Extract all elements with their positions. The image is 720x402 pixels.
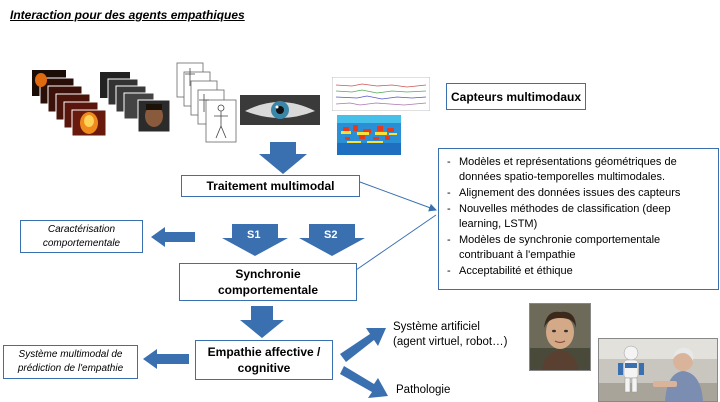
synchrony-line-1: Synchronie	[235, 267, 301, 281]
empathy-box: Empathie affective / cognitive	[195, 340, 333, 380]
research-topic-line: Modèles de synchronie comportementale	[459, 234, 661, 246]
research-topic-line: Acceptabilité et éthique	[459, 265, 573, 277]
artificial-system-line-1: Système artificiel	[393, 321, 480, 333]
processing-box: Traitement multimodal	[181, 175, 360, 197]
empathy-line-2: cognitive	[237, 361, 291, 375]
synchrony-box: Synchronie comportementale	[179, 263, 357, 301]
research-topic-item: Modèles de synchronie comportementale con…	[445, 233, 680, 263]
arrow-down-to-empathy	[240, 306, 284, 338]
s1-arrow	[222, 224, 288, 256]
research-topic-item: Nouvelles méthodes de classification (de…	[445, 202, 680, 232]
pathology-label: Pathologie	[396, 384, 451, 396]
research-topic-line: contribuant à l'empathie	[459, 249, 576, 261]
research-topic-line: learning, LSTM)	[459, 218, 538, 230]
arrow-left-to-prediction	[143, 349, 189, 369]
prediction-line-2: prédiction de l'empathie	[17, 363, 124, 374]
research-topics-list: Modèles et représentations géométriques …	[445, 155, 680, 280]
research-topic-item: Modèles et représentations géométriques …	[445, 155, 680, 185]
s2-arrow	[299, 224, 365, 256]
prediction-line-1: Système multimodal de	[18, 349, 123, 360]
eye-image	[240, 95, 320, 125]
virtual-agent-image	[529, 303, 591, 371]
research-topic-line: Modèles et représentations géométriques …	[459, 156, 677, 168]
sensors-box: Capteurs multimodaux	[446, 83, 586, 110]
s1-label: S1	[247, 229, 261, 241]
arrow-up-right-to-system	[340, 328, 386, 362]
arrow-left-to-characterization	[151, 227, 195, 247]
research-topics-box: Modèles et représentations géométriques …	[438, 148, 719, 290]
arrow-down-to-processing	[259, 142, 307, 174]
thermal-image-stack	[32, 70, 132, 140]
robot-elderly-image	[598, 338, 718, 402]
characterization-line-1: Caractérisation	[47, 223, 116, 235]
research-topic-item: Acceptabilité et éthique	[445, 264, 680, 279]
s2-label: S2	[324, 229, 338, 241]
characterization-line-2: comportementale	[42, 237, 121, 249]
research-topic-item: Alignement des données issues des capteu…	[445, 186, 680, 201]
signal-plot-image	[331, 76, 431, 112]
empathy-line-1: Empathie affective /	[207, 345, 321, 359]
sensors-label: Capteurs multimodaux	[450, 89, 582, 104]
processing-label: Traitement multimodal	[206, 179, 335, 193]
research-topic-line: données spatio-temporelles multimodales.	[459, 171, 666, 183]
arrow-down-right-to-pathology	[340, 366, 388, 398]
artificial-system-line-2: (agent virtuel, robot…)	[393, 336, 508, 348]
skeleton-sketch-stack	[176, 62, 238, 144]
research-topic-line: Nouvelles méthodes de classification (de…	[459, 203, 671, 215]
characterization-box: Caractérisation comportementale	[20, 220, 143, 253]
face-image-stack	[100, 72, 172, 134]
synchrony-line-2: comportementale	[217, 283, 319, 297]
artificial-system-label: Système artificiel (agent virtuel, robot…	[393, 320, 507, 350]
spectrogram-image	[337, 115, 401, 155]
page-title: Interaction pour des agents empathiques	[10, 8, 245, 22]
research-topic-line: Alignement des données issues des capteu…	[459, 187, 681, 199]
prediction-box: Système multimodal de prédiction de l'em…	[3, 345, 138, 379]
